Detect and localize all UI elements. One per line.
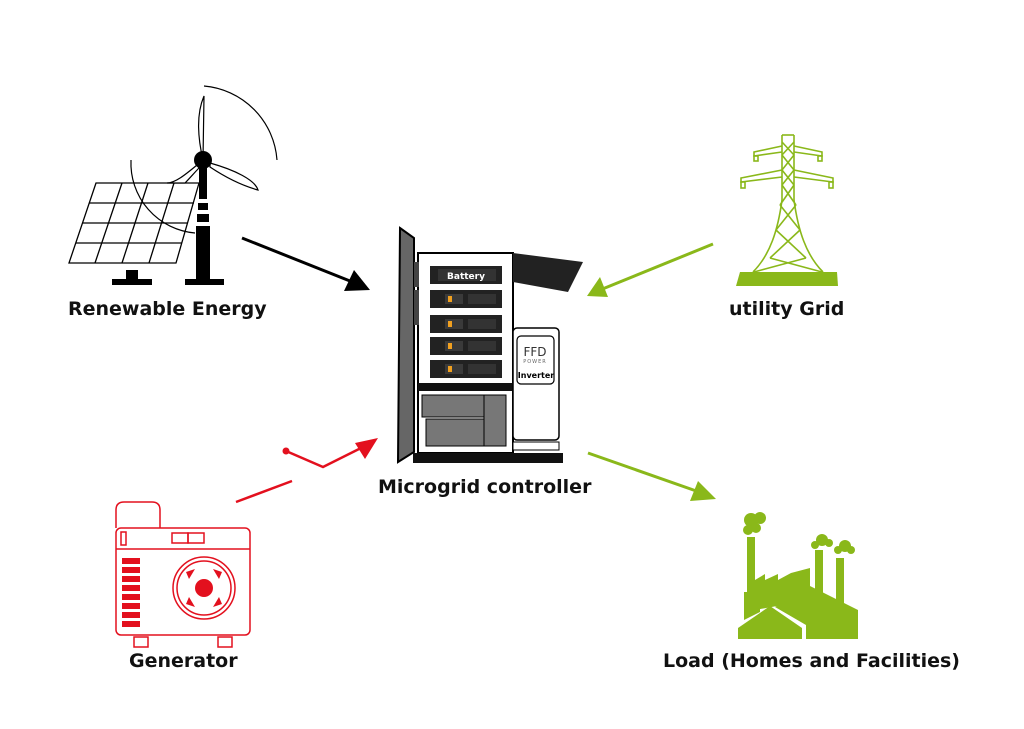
arrowhead-load <box>690 481 716 501</box>
generator-label: Generator <box>129 650 238 672</box>
arrowhead-generator <box>355 438 378 459</box>
arrow-grid-to-controller <box>599 242 714 292</box>
arrow-controller-to-load <box>587 451 703 495</box>
solar-panel-icon <box>68 182 200 285</box>
battery-module <box>430 360 502 378</box>
inverter-label: Inverter <box>518 371 555 380</box>
renewable-energy-label: Renewable Energy <box>68 298 267 320</box>
battery-module <box>430 337 502 355</box>
battery-module <box>430 266 502 284</box>
switch-symbol <box>235 444 366 504</box>
transmission-tower-icon <box>740 134 834 273</box>
battery-label: Battery <box>447 272 485 282</box>
arrowhead-renewable <box>344 270 370 291</box>
load-label: Load (Homes and Facilities) <box>663 650 960 672</box>
wind-turbine-icon <box>130 85 278 285</box>
fan-icon <box>186 569 222 607</box>
battery-module <box>430 290 502 308</box>
controller-cabinet-icon <box>396 226 583 464</box>
utility-grid-label: utility Grid <box>729 298 845 320</box>
generator-icon <box>115 501 251 648</box>
inverter-sub: POWER <box>523 359 547 365</box>
inverter-brand: FFD <box>523 345 546 359</box>
arrow-renewable-to-controller <box>241 236 361 287</box>
factory-icon <box>738 512 858 639</box>
generator-gauge <box>122 558 140 627</box>
battery-module <box>430 315 502 333</box>
tower-base <box>736 272 838 286</box>
microgrid-controller-label: Microgrid controller <box>378 476 592 498</box>
arrowhead-grid <box>587 277 608 297</box>
